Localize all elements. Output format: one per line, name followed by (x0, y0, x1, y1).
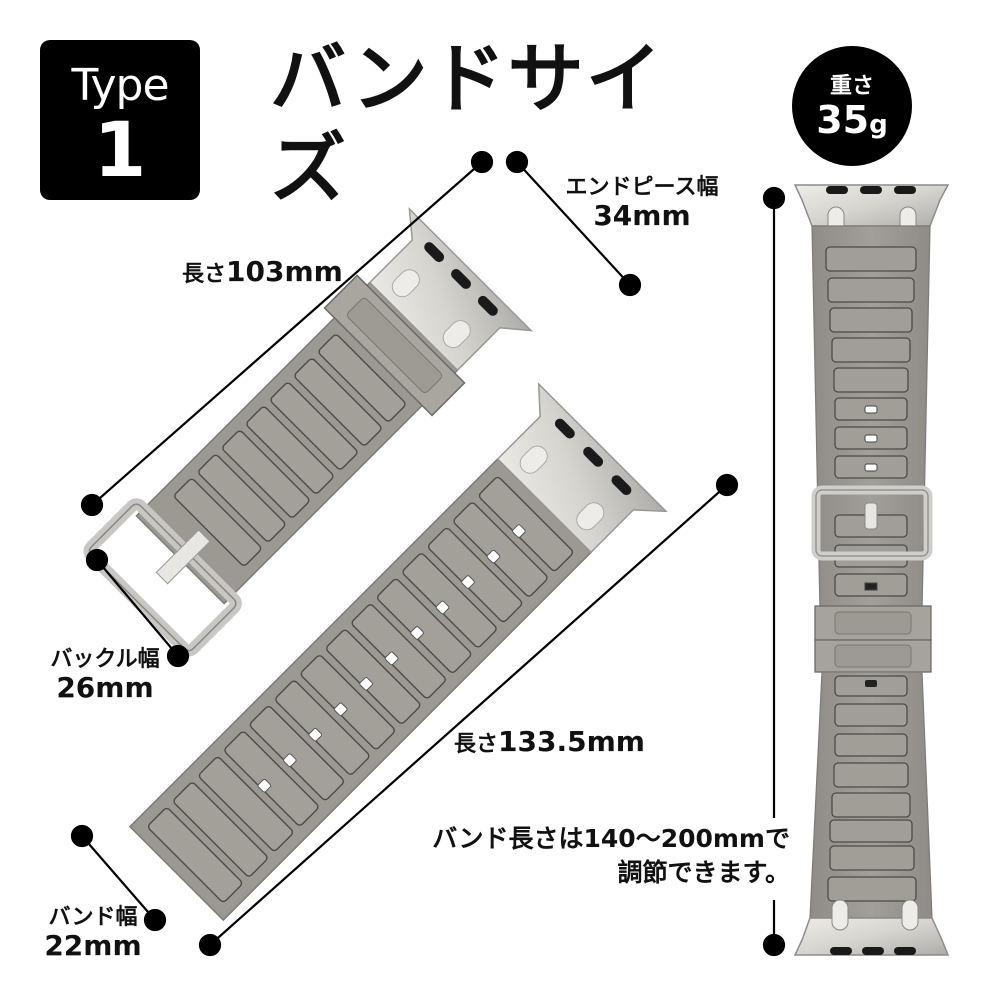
band-width-label: バンド幅 22mm (38, 904, 148, 960)
band-width-value: 22mm (44, 929, 142, 962)
weight-value: 35g (816, 98, 888, 142)
assembled-band (793, 184, 950, 956)
adjustable-line-1: バンド長さは140〜200mmで (432, 824, 790, 853)
length-short-title: 長さ (182, 262, 227, 287)
adjustable-line-2: 調節できます。 (617, 858, 790, 887)
end-piece-width-value: 34mm (593, 199, 691, 232)
length-short-label: 長さ103mm (182, 258, 343, 289)
length-short-value: 103mm (226, 255, 343, 288)
length-long-value: 133.5mm (498, 725, 645, 758)
weight-label: 重さ (829, 74, 874, 99)
buckle-width-value: 26mm (56, 671, 154, 704)
length-long-title: 長さ (454, 732, 499, 757)
band-width-title: バンド幅 (48, 905, 138, 930)
dimension-lines (70, 150, 786, 957)
end-piece-width-title: エンドピース幅 (565, 175, 719, 200)
type-badge: Type 1 (40, 40, 200, 200)
end-piece-width-label: エンドピース幅 34mm (557, 174, 727, 230)
weight-badge: 重さ 35g (792, 46, 912, 166)
type-label: Type (71, 60, 169, 111)
page-title: バンドサイズ (270, 34, 664, 213)
length-long-label: 長さ133.5mm (454, 728, 645, 759)
buckle-width-label: バックル幅 26mm (40, 646, 170, 702)
short-band (83, 206, 534, 657)
type-number: 1 (93, 105, 147, 194)
adjustable-length-note: バンド長さは140〜200mmで 調節できます。 (386, 822, 790, 890)
buckle-width-title: バックル幅 (50, 647, 160, 672)
long-band (128, 382, 668, 922)
